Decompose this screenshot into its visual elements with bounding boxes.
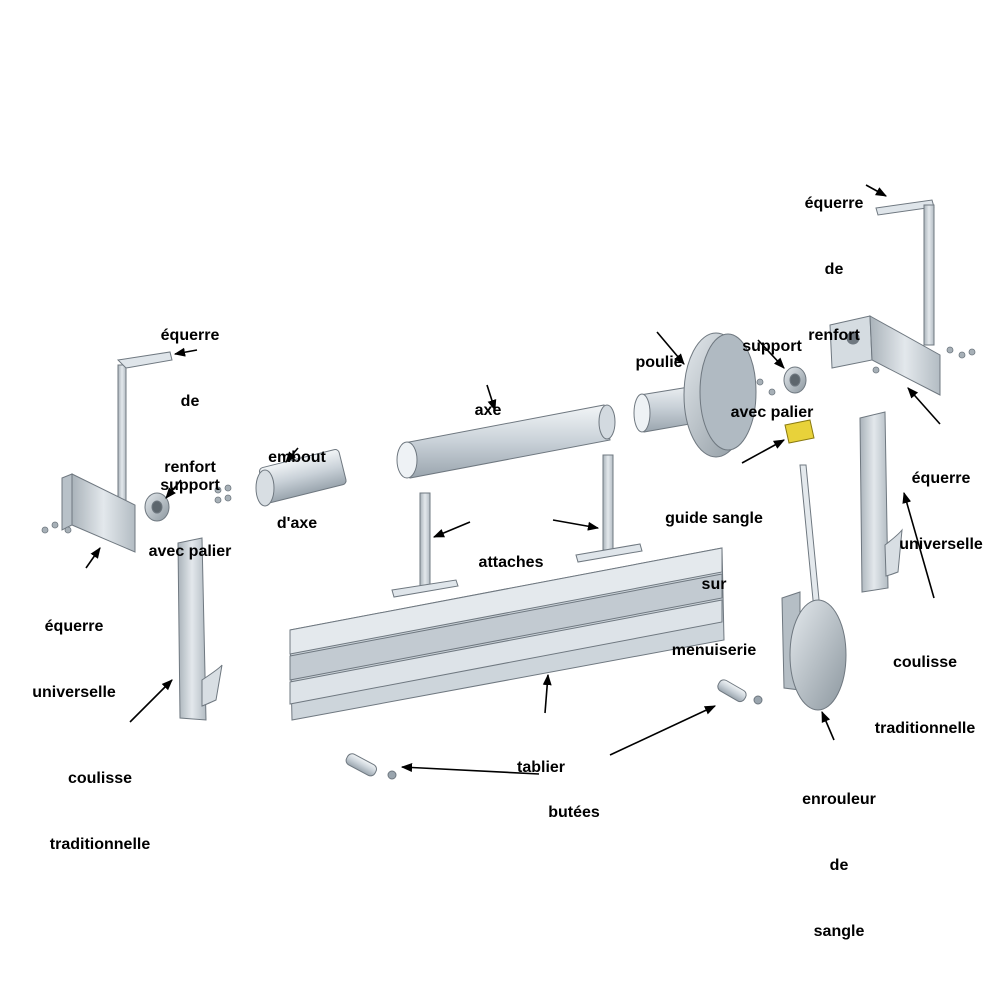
equerre-universelle-left-part: [61, 473, 136, 553]
label-line: embout: [268, 449, 326, 466]
arrow-butees-left: [400, 763, 540, 775]
label-axe: axe: [475, 356, 502, 444]
label-support-palier-right: support avec palier: [731, 292, 814, 446]
label-line: d'axe: [276, 515, 318, 532]
tablier-part: [289, 547, 725, 721]
arrow-butees-right: [609, 705, 717, 756]
label-equerre-renfort-right: équerre de renfort: [805, 149, 864, 369]
support-palier-right-part: [783, 366, 807, 394]
equerre-renfort-right-part: [875, 199, 935, 346]
label-line: renfort: [164, 459, 216, 476]
label-line: menuiserie: [671, 642, 757, 659]
coulisse-left-part: [177, 537, 223, 721]
arrow-coulisse-left: [129, 679, 173, 723]
label-line: équerre: [911, 470, 971, 487]
label-attaches: attaches: [479, 508, 544, 596]
label-line: traditionnelle: [874, 720, 976, 737]
label-embout-axe: embout d'axe: [268, 403, 326, 557]
arrow-support-palier-right: [757, 339, 785, 369]
label-line: support: [742, 338, 802, 355]
arrow-coulisse-right: [902, 491, 935, 599]
arrow-embout-axe: [285, 447, 299, 463]
label-line: guide sangle: [665, 510, 763, 527]
label-equerre-universelle-left: équerre universelle: [32, 572, 116, 726]
enrouleur-part: [781, 464, 847, 711]
label-line: support: [160, 477, 220, 494]
label-line: de: [824, 261, 844, 278]
arrow-equerre-universelle-right: [907, 387, 941, 425]
arrow-equerre-universelle-left: [85, 547, 101, 569]
arrow-poulie: [656, 331, 685, 365]
axe-part: [396, 404, 616, 479]
embout-axe-part: [255, 449, 347, 507]
label-line: sur: [701, 576, 727, 593]
label-line: attaches: [478, 554, 544, 571]
label-coulisse-right: coulisse traditionnelle: [875, 608, 975, 762]
label-line: axe: [474, 402, 502, 419]
label-line: sangle: [813, 923, 865, 940]
label-line: avec palier: [730, 404, 814, 421]
coulisse-right-part: [859, 411, 903, 593]
label-tablier: tablier: [517, 713, 565, 801]
arrow-attaches-right: [552, 519, 600, 531]
label-coulisse-left: coulisse traditionnelle: [50, 724, 150, 878]
label-line: de: [180, 393, 200, 410]
label-line: universelle: [899, 536, 983, 553]
label-line: coulisse: [892, 654, 958, 671]
label-enrouleur: enrouleur de sangle: [802, 745, 876, 965]
label-butees: butées: [548, 758, 600, 846]
label-line: tablier: [516, 759, 566, 776]
arrow-axe: [486, 384, 497, 412]
label-line: équerre: [160, 327, 220, 344]
label-line: équerre: [44, 618, 104, 635]
label-line: universelle: [32, 684, 116, 701]
label-line: renfort: [808, 327, 860, 344]
equerre-universelle-right-part: [829, 315, 941, 396]
arrow-attaches-left: [432, 521, 471, 538]
arrow-enrouleur: [821, 710, 835, 741]
pointer-arrows: [85, 184, 941, 775]
arrow-equerre-renfort-left: [173, 347, 198, 357]
arrow-equerre-renfort-right: [865, 184, 887, 197]
label-line: coulisse: [67, 770, 133, 787]
support-palier-left-part: [144, 492, 170, 522]
label-support-palier-left: support avec palier: [149, 431, 232, 585]
arrow-guide-sangle: [741, 439, 785, 464]
poulie-part: [633, 332, 757, 458]
label-equerre-universelle-right: équerre universelle: [899, 424, 983, 578]
butees-part: [345, 679, 763, 780]
label-line: butées: [548, 804, 600, 821]
label-poulie: poulie: [635, 308, 682, 396]
screws: [41, 346, 976, 534]
label-equerre-renfort-left: équerre de renfort: [161, 281, 220, 501]
label-guide-sangle: guide sangle sur menuiserie: [665, 464, 763, 684]
label-line: de: [829, 857, 849, 874]
arrow-support-palier-left: [165, 479, 182, 499]
guide-sangle-part: [784, 419, 815, 444]
label-line: enrouleur: [802, 791, 876, 808]
label-line: équerre: [804, 195, 864, 212]
arrow-tablier: [542, 673, 552, 714]
attaches-part: [391, 454, 643, 598]
label-line: avec palier: [148, 543, 232, 560]
label-line: poulie: [635, 354, 683, 371]
label-line: traditionnelle: [49, 836, 151, 853]
